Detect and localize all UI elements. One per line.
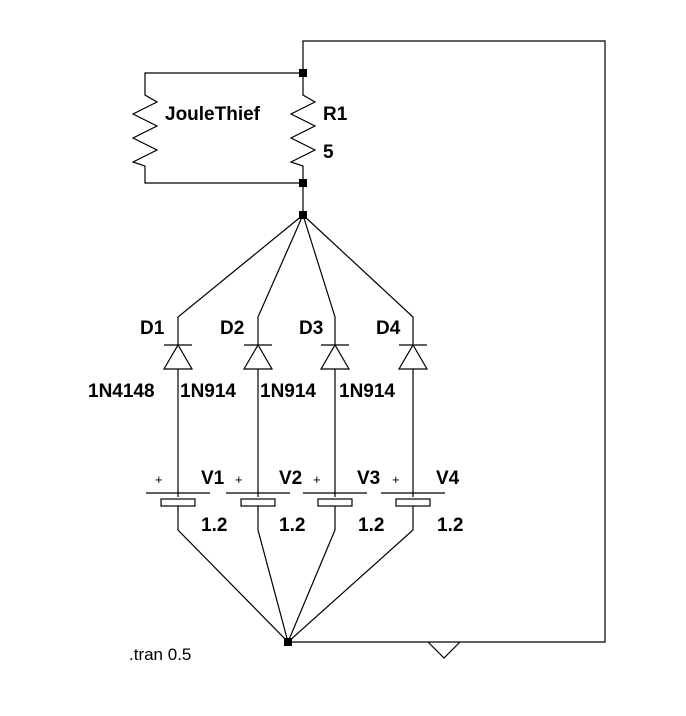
diode-d4[interactable] — [397, 343, 429, 497]
source-label-v3: V3 — [357, 468, 380, 489]
diode-label-d2: D2 — [220, 318, 244, 339]
source-value-v4: 1.2 — [437, 515, 463, 536]
resistor-label-r1: R1 — [323, 104, 348, 125]
spice-directive[interactable]: .tran 0.5 — [129, 645, 191, 664]
source-value-v3: 1.2 — [358, 515, 384, 536]
source-v4[interactable] — [287, 492, 445, 643]
return-wire — [288, 40, 606, 659]
junction-top — [299, 69, 307, 77]
source-label-v2: V2 — [279, 468, 302, 489]
junction-diode-node — [299, 211, 307, 219]
diode-label-d1: D1 — [140, 318, 165, 339]
resistor-value-r1: 5 — [323, 142, 334, 163]
diode-label-d3: D3 — [299, 318, 323, 339]
diode-d2[interactable] — [242, 343, 274, 497]
junction-mid — [299, 179, 307, 187]
diode-model-d1: 1N4148 — [88, 381, 155, 402]
source-value-v1: 1.2 — [201, 515, 227, 536]
polarity-v4: + — [392, 472, 400, 487]
source-value-v2: 1.2 — [279, 515, 305, 536]
junction-ground — [284, 638, 292, 646]
diode-d1[interactable] — [162, 343, 194, 497]
diode-label-d4: D4 — [376, 318, 401, 339]
resistor-joulethief[interactable] — [131, 72, 303, 184]
source-v3[interactable] — [287, 492, 367, 643]
source-label-v1: V1 — [201, 468, 225, 489]
polarity-v3: + — [313, 472, 321, 487]
diode-model-d3: 1N914 — [260, 381, 316, 402]
diode-model-d4: 1N914 — [339, 381, 395, 402]
polarity-v2: + — [235, 472, 243, 487]
source-v1[interactable] — [146, 492, 289, 643]
resistor-r1[interactable] — [289, 73, 317, 183]
diode-d3[interactable] — [319, 343, 351, 497]
source-v2[interactable] — [226, 492, 290, 643]
source-label-v4: V4 — [436, 468, 460, 489]
resistor-label-joulethief: JouleThief — [165, 104, 261, 125]
diode-fan-wires — [177, 214, 414, 345]
diode-model-d2: 1N914 — [180, 381, 236, 402]
polarity-v1: + — [155, 472, 163, 487]
